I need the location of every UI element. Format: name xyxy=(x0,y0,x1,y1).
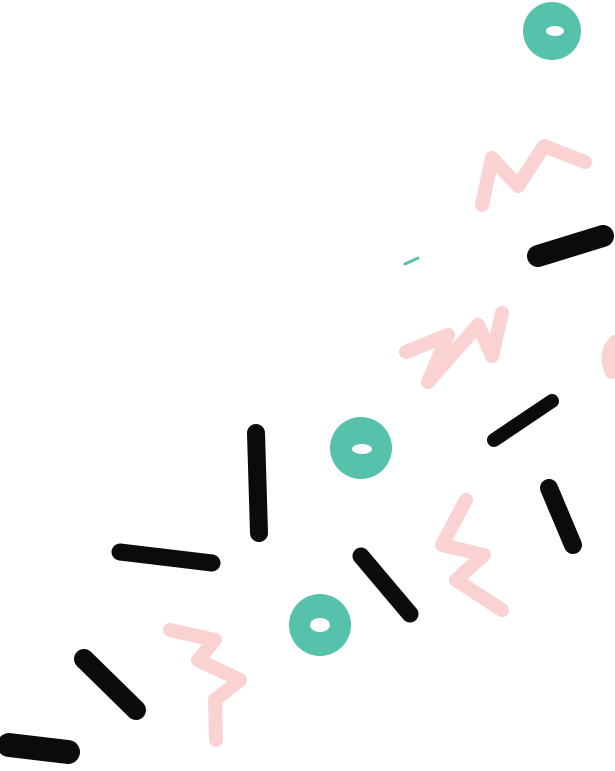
pink-zigzag xyxy=(399,306,509,389)
black-stroke xyxy=(487,394,559,447)
black-stroke xyxy=(352,547,419,623)
ring-hole xyxy=(352,444,372,454)
pink-zigzag xyxy=(435,493,509,617)
black-stroke xyxy=(247,424,268,542)
ring-hole xyxy=(310,618,330,632)
black-stroke xyxy=(0,733,80,764)
black-stroke xyxy=(540,479,582,554)
pink-zigzag xyxy=(163,623,247,747)
black-stroke xyxy=(403,256,420,266)
ring-hole xyxy=(546,26,564,36)
black-stroke xyxy=(111,543,221,572)
black-stroke xyxy=(74,649,146,720)
pink-zigzag xyxy=(601,335,615,379)
black-stroke xyxy=(527,225,614,267)
pink-zigzag xyxy=(475,139,592,212)
